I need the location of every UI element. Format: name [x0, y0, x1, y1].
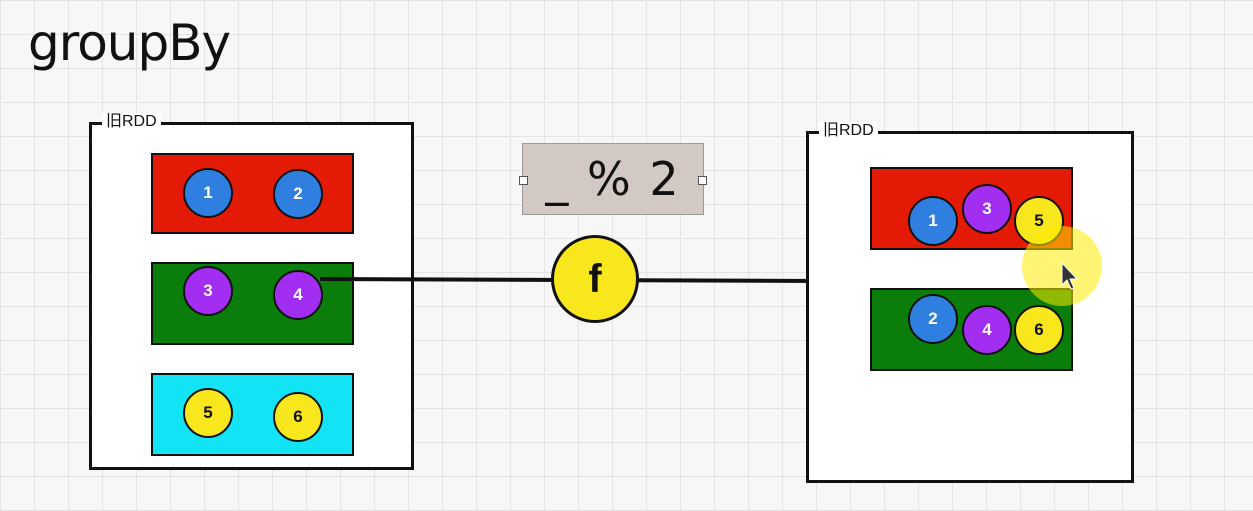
item-circle: 6: [1014, 305, 1064, 355]
resize-handle-right[interactable]: [698, 176, 707, 185]
left-rdd-box: 旧RDD 1 2 3 4 5 6: [89, 113, 414, 470]
formula-box[interactable]: _ % 2: [519, 143, 707, 215]
cursor-highlight: [1022, 226, 1102, 306]
item-circle: 2: [908, 294, 958, 344]
left-partition-1: 1 2: [151, 153, 354, 234]
function-label: f: [588, 256, 602, 301]
item-circle: 4: [273, 270, 323, 320]
left-partition-2: 3 4: [151, 262, 354, 345]
item-circle: 2: [273, 169, 323, 219]
item-circle: 1: [183, 168, 233, 218]
left-partition-3: 5 6: [151, 373, 354, 456]
item-circle: 3: [962, 184, 1012, 234]
item-circle: 3: [183, 266, 233, 316]
item-circle: 5: [183, 388, 233, 438]
left-rdd-label: 旧RDD: [102, 113, 161, 131]
diagram-title: groupBy: [28, 14, 231, 72]
right-rdd-label: 旧RDD: [819, 122, 878, 140]
function-circle: f: [551, 235, 639, 323]
resize-handle-left[interactable]: [519, 176, 528, 185]
item-circle: 1: [908, 196, 958, 246]
item-circle: 4: [962, 305, 1012, 355]
right-rdd-box: 旧RDD 1 3 5 2 4 6: [806, 122, 1134, 483]
item-circle: 6: [273, 392, 323, 442]
formula-text: _ % 2: [545, 152, 681, 206]
right-group-even: 2 4 6: [870, 288, 1073, 371]
